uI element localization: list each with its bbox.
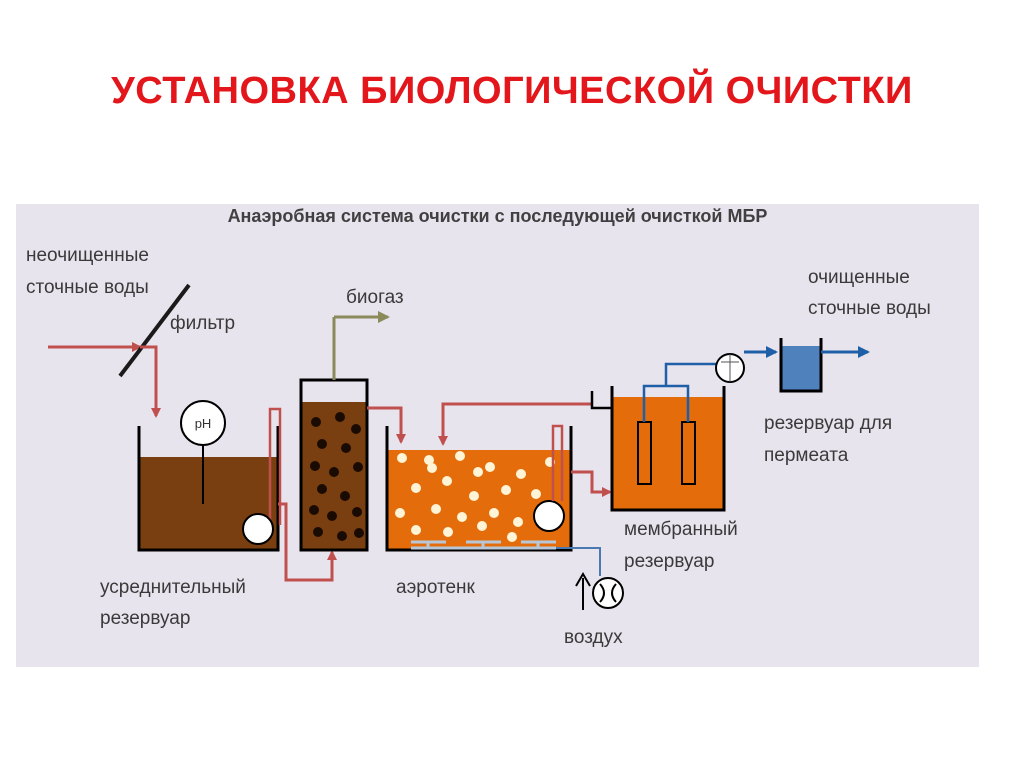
permeate-tank-label-line1: резервуар для (764, 413, 893, 434)
aerotank-pump (533, 500, 565, 532)
air-supply-line (556, 547, 601, 576)
air-label: воздух (564, 627, 623, 648)
filter-screen (118, 283, 191, 378)
aerotank-label: аэротенк (396, 577, 475, 598)
membrane-tank (610, 386, 726, 512)
aerotank (385, 426, 573, 552)
air-blower-symbol (599, 583, 617, 603)
permeate-tank-label-line2: пермеата (764, 445, 849, 466)
diagram-panel: pH (16, 204, 979, 667)
equalization-tank-label-line1: усреднительный (100, 577, 246, 598)
air-bubbles (395, 451, 555, 542)
raw-water-label-line2: сточные воды (26, 277, 149, 298)
sludge-granules (309, 412, 364, 541)
eq-to-reactor-flow (278, 502, 337, 582)
permeate-tank-liquid (781, 346, 821, 390)
aerotank-to-membrane-pipe (551, 424, 564, 501)
aerotank-liquid (387, 450, 571, 550)
air-intake-arrow-head (575, 572, 591, 587)
filter-to-equalization-line (140, 345, 161, 418)
air-blower (592, 577, 624, 609)
permeate-pump-symbol (721, 354, 739, 382)
raw-water-label-line1: неочищенные (26, 245, 149, 266)
reactor-to-aerotank-flow (367, 406, 406, 444)
permeate-lines (642, 362, 716, 422)
slide-title: УСТАНОВКА БИОЛОГИЧЕСКОЙ ОЧИСТКИ (111, 70, 913, 112)
clean-water-label-line2: сточные воды (808, 298, 931, 319)
biogas-label: биогаз (346, 287, 404, 308)
equalization-tank (137, 426, 280, 552)
recycle-flow (438, 402, 592, 446)
membrane-overflow-weir (590, 391, 612, 410)
membrane-module-right (681, 421, 696, 485)
ph-sensor-label: pH (195, 416, 212, 431)
membrane-tank-label-line2: резервуар (624, 551, 715, 572)
eq-to-reactor-pipe (268, 407, 282, 525)
membrane-tank-label-line1: мембранный (624, 519, 738, 540)
equalization-tank-label-line2: резервуар (100, 608, 191, 629)
membrane-tank-liquid (612, 397, 724, 510)
membrane-module-left (637, 421, 652, 485)
clean-water-label-line1: очищенные (808, 267, 910, 288)
permeate-tank (779, 338, 823, 393)
aerotank-to-membrane-flow (571, 470, 612, 497)
equalization-pump (242, 513, 274, 545)
diagram-title: Анаэробная система очистки с последующей… (227, 206, 768, 226)
air-diffusers (411, 540, 556, 550)
process-diagram: pH (48, 283, 870, 610)
filter-label: фильтр (170, 313, 236, 334)
